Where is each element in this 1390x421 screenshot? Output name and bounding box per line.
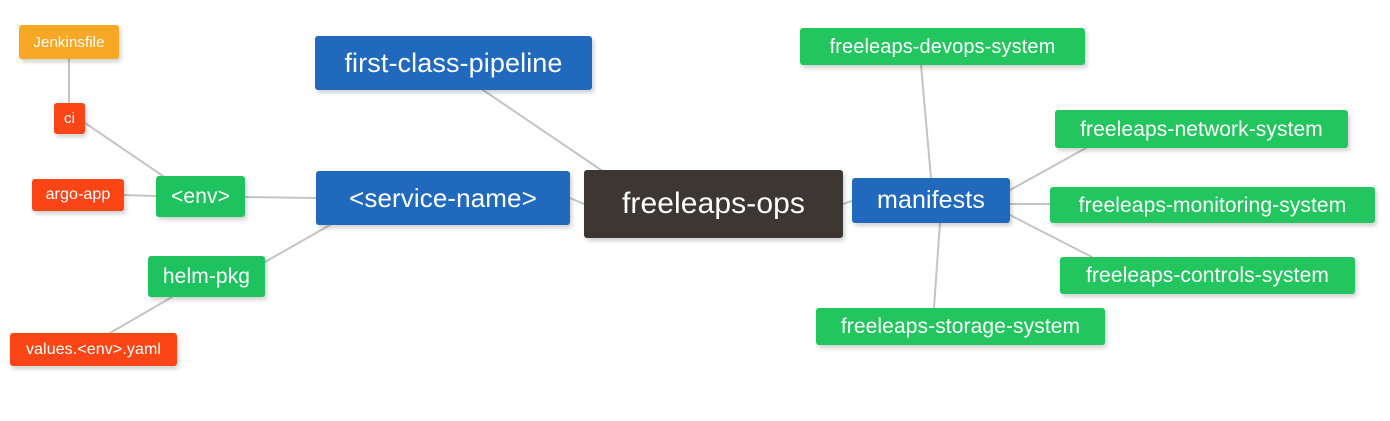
node-label-freeleaps-monitoring-system: freeleaps-monitoring-system [1078,193,1347,217]
node-argo-app[interactable]: argo-app [32,179,124,211]
node-freeleaps-network-system[interactable]: freeleaps-network-system [1055,110,1348,148]
edge-root-to-first-class-pipeline [482,89,605,173]
edge-env-to-ci [84,122,164,177]
node-freeleaps-monitoring-system[interactable]: freeleaps-monitoring-system [1050,187,1375,223]
node-label-jenkinsfile: Jenkinsfile [33,33,105,51]
node-helm-pkg[interactable]: helm-pkg [148,256,265,297]
node-label-freeleaps-network-system: freeleaps-network-system [1080,117,1323,141]
edge-env-to-argo-app [123,194,157,197]
node-first-class-pipeline[interactable]: first-class-pipeline [315,36,592,90]
node-freeleaps-controls-system[interactable]: freeleaps-controls-system [1060,257,1355,294]
node-freeleaps-storage-system[interactable]: freeleaps-storage-system [816,308,1105,345]
edge-manifests-to-freeleaps-storage-system [933,222,941,309]
node-label-argo-app: argo-app [45,186,111,203]
node-label-service-name: <service-name> [349,183,537,213]
node-ci[interactable]: ci [54,103,85,134]
node-label-env: <env> [171,185,230,208]
node-root[interactable]: freeleaps-ops [584,170,843,238]
edge-service-name-to-env [244,196,317,199]
node-manifests[interactable]: manifests [852,178,1010,223]
node-label-values-env-yaml: values.<env>.yaml [25,340,162,358]
node-label-ci: ci [63,110,76,127]
node-freeleaps-devops-system[interactable]: freeleaps-devops-system [800,28,1085,65]
node-label-freeleaps-devops-system: freeleaps-devops-system [829,35,1056,58]
node-label-root: freeleaps-ops [621,187,806,220]
edge-service-name-to-helm-pkg [264,224,331,263]
node-label-helm-pkg: helm-pkg [162,265,251,288]
edge-manifests-to-freeleaps-network-system [1009,147,1087,191]
node-jenkinsfile[interactable]: Jenkinsfile [19,25,119,59]
edge-manifests-to-freeleaps-devops-system [920,64,932,179]
node-service-name[interactable]: <service-name> [316,171,570,225]
node-label-manifests: manifests [877,186,985,214]
edge-helm-pkg-to-values-env-yaml [109,296,173,334]
node-env[interactable]: <env> [156,176,245,217]
node-label-freeleaps-storage-system: freeleaps-storage-system [840,315,1081,338]
node-label-first-class-pipeline: first-class-pipeline [344,47,563,78]
node-label-freeleaps-controls-system: freeleaps-controls-system [1086,264,1329,287]
node-values-env-yaml[interactable]: values.<env>.yaml [10,333,177,366]
edge-root-to-manifests [842,200,853,205]
edge-root-to-service-name [569,197,585,205]
